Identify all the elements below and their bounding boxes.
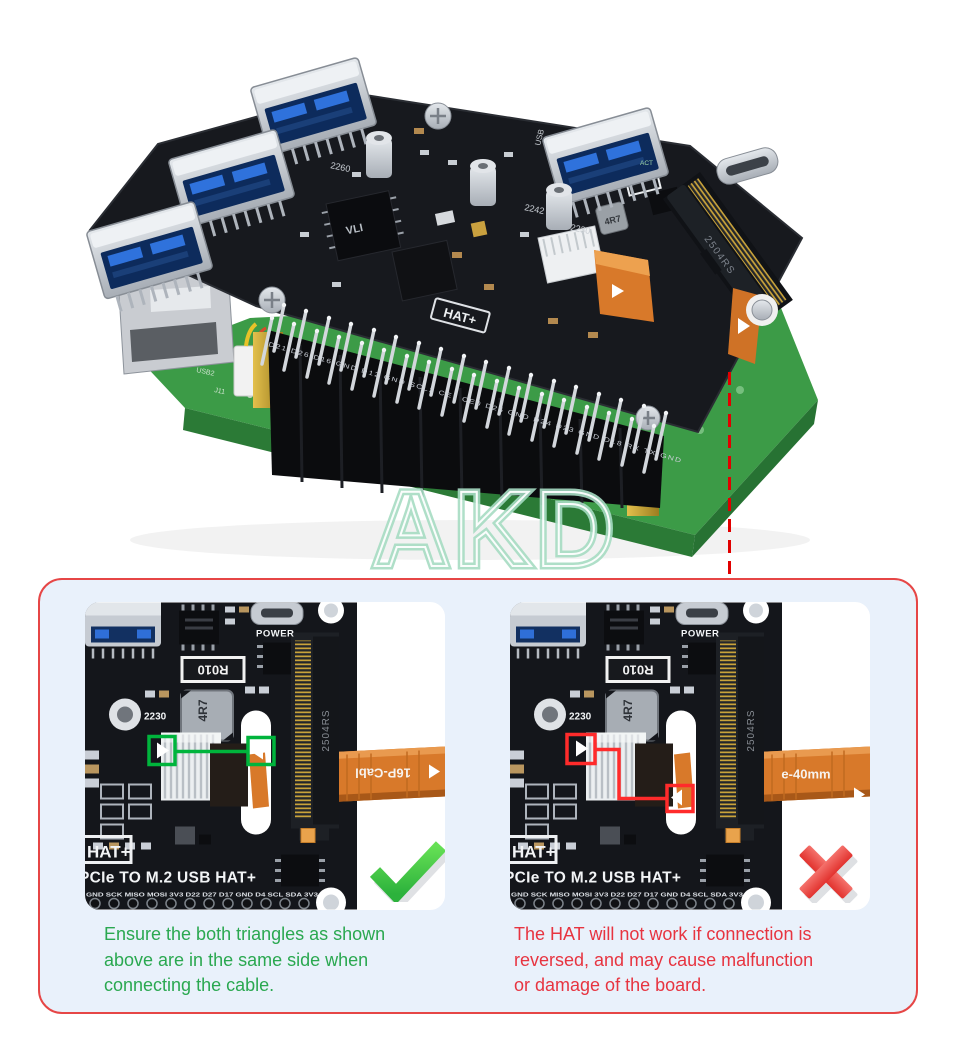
svg-text:AKD: AKD [372,468,618,578]
svg-text:R010: R010 [622,663,653,678]
detail-board-text-left: POWER R010 2230 4R7 2504RS HAT+ PCIe TO … [85,629,411,899]
inductor-4r7: 4R7 [595,201,629,235]
vli-usb-controller-chip: VLI [321,190,404,262]
svg-text:PCIe TO M.2 USB HAT+: PCIe TO M.2 USB HAT+ [510,870,681,887]
board-triangle-marker [157,742,169,759]
usb-c-port [716,147,779,185]
usb-silk-label: USB [533,128,546,146]
cable-label: e-40mm [781,767,830,782]
main-product-photo: USB2 J11 [84,55,818,579]
header-pin-silk: GND SCK MISO MOSI 3V3 D22 D27 D17 GND D4… [86,893,318,899]
detail-board-text-right: POWER R010 2230 4R7 2504RS HAT+ PCIe TO … [510,629,831,899]
annotation-incorrect [565,732,695,814]
caption-line: Ensure the both triangles as shown [104,924,386,944]
pi-silk-j11: J11 [214,387,226,396]
svg-text:2504RS: 2504RS [746,709,757,751]
cable-triangle-marker [671,789,682,806]
caption-correct: Ensure the both triangles as shown above… [104,922,479,999]
hat-components: VLI 4R7 [300,128,683,338]
svg-text:GND SCK MISO MOSI 3V3 D22 D27: GND SCK MISO MOSI 3V3 D22 D27 D17 GND D4… [511,893,743,899]
cable-triangle-marker [251,743,263,760]
caption-line: reversed, and may cause malfunction [514,949,814,970]
cable-label: 16P-Cabl [355,766,411,781]
m2-size-silk-labels: 2260 2242 2230 [330,160,592,236]
m2-socket: 2504RS [662,172,793,327]
annotation-correct [147,734,276,767]
akd-watermark: AKD AKD [369,465,618,579]
callout-dashed-line [728,372,731,578]
board-triangle-marker [576,740,588,757]
act-led-label: ACT [640,160,653,167]
caption-line: The HAT will not work if connection is [514,924,812,944]
mount-silk: 2230 [144,712,167,723]
svg-text:AKD: AKD [372,468,618,578]
ffc-connector-main [537,225,654,322]
resistor-silk: R010 [197,663,228,678]
silk-2230: 2230 [570,222,592,236]
detail-photo-correct: POWER R010 2230 4R7 2504RS HAT+ PCIe TO … [85,602,445,910]
detail-photo-incorrect: POWER R010 2230 4R7 2504RS HAT+ PCIe TO … [510,602,870,910]
caption-incorrect: The HAT will not work if connection is r… [514,922,904,999]
power-silk: POWER [256,629,294,640]
caption-line: or damage of the board. [514,975,707,995]
hub-chip [391,239,458,302]
checkmark-icon [369,841,445,902]
svg-text:4R7: 4R7 [621,699,635,721]
pi-silk-usb2: USB2 [196,367,215,378]
silk-2260: 2260 [330,160,352,174]
svg-text:HAT+: HAT+ [512,843,556,862]
caption-line: above are in the same side when [104,949,369,970]
x-mark-icon [799,845,858,903]
comparison-panel: POWER R010 2230 4R7 2504RS HAT+ PCIe TO … [38,578,918,1014]
silk-2242: 2242 [524,202,546,216]
hat-logo: HAT+ [87,843,131,862]
inductor-silk: 4R7 [196,699,210,721]
m2-socket-silk: 2504RS [321,709,332,751]
vli-chip-label: VLI [345,222,364,237]
board-title: PCIe TO M.2 USB HAT+ [85,870,256,887]
svg-text:2230: 2230 [569,712,592,723]
triangle-markers-right [576,740,865,806]
caption-line: connecting the cable. [104,975,275,995]
triangle-markers-left [157,742,440,779]
svg-text:POWER: POWER [681,629,719,640]
standoff-posts [366,131,572,230]
svg-text:4R7: 4R7 [603,213,621,227]
